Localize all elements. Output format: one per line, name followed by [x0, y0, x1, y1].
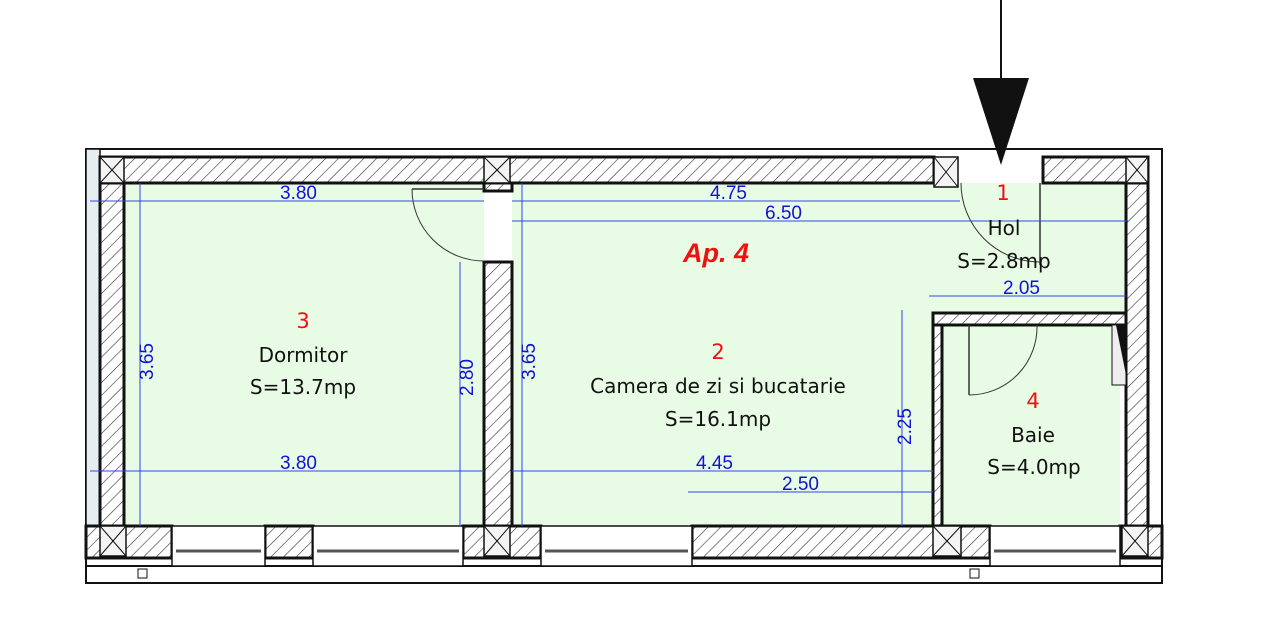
room-number: 3	[296, 309, 309, 333]
room-label-dormitor: 3 Dormitor S=13.7mp	[250, 309, 356, 399]
doors	[411, 182, 1127, 396]
floor-living	[512, 183, 933, 526]
room-name: Baie	[1011, 423, 1055, 447]
dimension-lines	[90, 183, 1128, 526]
dim-living-height: 3.65	[519, 343, 540, 380]
dim-living-bottom-partial: 2.50	[782, 474, 819, 495]
dim-living-total: 6.50	[765, 203, 802, 224]
floor-dormitor	[124, 183, 484, 526]
apartment-label: Ap. 4	[682, 238, 749, 268]
room-number: 4	[1026, 389, 1039, 413]
dim-hol-width: 2.05	[1003, 278, 1040, 299]
window	[989, 525, 1121, 567]
dimension-labels: 3.80 3.80 3.65 2.80 4.75 6.50 3.65 4.45 …	[137, 183, 1040, 495]
window	[312, 525, 464, 567]
dim-dormitor-top: 3.80	[280, 183, 317, 204]
dim-dormitor-bottom: 3.80	[280, 453, 317, 474]
structural-columns	[99, 156, 1149, 557]
room-area: S=13.7mp	[250, 375, 356, 399]
entrance-arrow-icon	[973, 0, 1029, 165]
dim-living-top: 4.75	[710, 183, 747, 204]
floor-baie	[942, 325, 1120, 526]
window	[540, 525, 693, 567]
dim-dormitor-door-side: 2.80	[457, 359, 478, 396]
dim-dormitor-height: 3.65	[137, 343, 158, 380]
windows	[137, 525, 1121, 579]
window	[171, 525, 266, 567]
room-number: 2	[711, 340, 724, 364]
room-area: S=2.8mp	[957, 249, 1050, 273]
dim-living-right-height: 2.25	[895, 408, 916, 445]
room-area: S=4.0mp	[987, 455, 1080, 479]
outer-outline	[85, 148, 1163, 584]
dim-living-bottom: 4.45	[696, 453, 733, 474]
room-label-living: 2 Camera de zi si bucatarie S=16.1mp	[590, 340, 846, 431]
room-name: Camera de zi si bucatarie	[590, 374, 846, 398]
room-name: Dormitor	[259, 343, 349, 367]
room-label-baie: 4 Baie S=4.0mp	[987, 389, 1080, 479]
floor-hol	[933, 183, 1126, 313]
room-name: Hol	[988, 216, 1021, 240]
room-label-hol: 1 Hol S=2.8mp	[957, 181, 1050, 273]
room-number: 1	[996, 181, 1009, 205]
room-area: S=16.1mp	[665, 407, 771, 431]
floors	[124, 183, 1126, 526]
